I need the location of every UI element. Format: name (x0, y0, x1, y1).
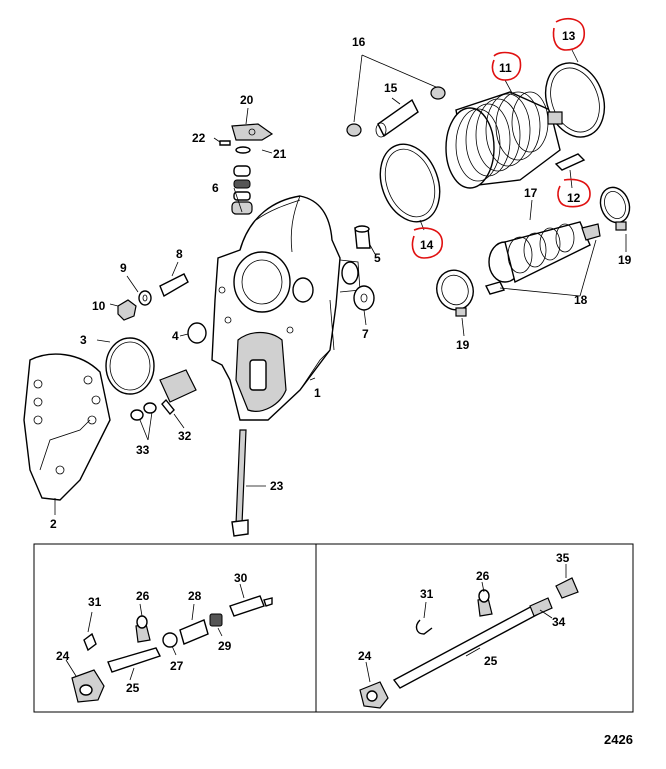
right-callout-35: 35 (556, 551, 570, 565)
small-clamp-part (346, 86, 446, 137)
bellows-clamp-part (436, 186, 631, 317)
callout-15: 15 (384, 81, 398, 95)
right-inset-panel (315, 543, 634, 713)
clamp-ring-part (379, 143, 441, 223)
left-callout-29: 29 (218, 639, 232, 653)
highlight-14 (411, 227, 443, 259)
gasket-part (23, 353, 111, 501)
callout-2: 2 (50, 517, 57, 531)
large-hose-clamp-part (544, 62, 606, 138)
callout-5: 5 (374, 251, 381, 265)
callout-6: 6 (212, 181, 219, 195)
bellows-clip-part (484, 281, 506, 295)
callout-20: 20 (240, 93, 254, 107)
large-o-ring-part (105, 337, 155, 395)
highlight-marks (411, 17, 591, 259)
right-callout-26: 26 (476, 569, 490, 583)
right-callout-24: 24 (358, 649, 372, 663)
callout-21: 21 (273, 147, 287, 161)
left-panel-leaders (65, 583, 245, 681)
callout-22: 22 (192, 131, 206, 145)
speedometer-sensor-part (130, 369, 197, 421)
shift-cable-bellows-part (488, 221, 601, 284)
callout-7: 7 (362, 327, 369, 341)
right-panel-leaders (365, 564, 567, 683)
plug-part (354, 225, 371, 249)
right-callout-31: 31 (420, 587, 434, 601)
callout-12: 12 (567, 191, 581, 205)
right-callout-34: 34 (552, 615, 566, 629)
callout-4: 4 (172, 329, 179, 343)
callout-18: 18 (574, 293, 588, 307)
right-panel-parts (359, 577, 579, 709)
shift-shaft-part (231, 429, 249, 537)
callout-3: 3 (80, 333, 87, 347)
stud-assembly-part (117, 273, 189, 321)
leader-lines (54, 49, 627, 515)
valve-assembly-part (219, 123, 274, 215)
callout-16: 16 (352, 35, 366, 49)
left-callout-24: 24 (56, 649, 70, 663)
callout-1: 1 (314, 386, 321, 400)
exhaust-bellows-part (445, 91, 561, 189)
highlight-13 (552, 17, 586, 51)
callout-19-lower: 19 (456, 338, 470, 352)
exhaust-tube-part (375, 98, 419, 138)
callout-10: 10 (92, 299, 106, 313)
callout-13: 13 (562, 29, 576, 43)
callout-17: 17 (524, 186, 538, 200)
highlight-12 (557, 178, 591, 208)
left-callout-31: 31 (88, 595, 102, 609)
retaining-clip-part (554, 153, 586, 171)
callout-33: 33 (136, 443, 150, 457)
washer-part (353, 285, 375, 311)
highlight-11 (491, 51, 522, 81)
left-callout-27: 27 (170, 659, 184, 673)
right-callout-25: 25 (484, 654, 498, 668)
callout-32: 32 (178, 429, 192, 443)
diagram-reference-number: 2426 (604, 732, 633, 747)
left-callout-30: 30 (234, 571, 248, 585)
callout-9: 9 (120, 261, 127, 275)
callout-11: 11 (499, 61, 512, 75)
callout-14: 14 (420, 238, 434, 252)
callout-19-right: 19 (618, 253, 632, 267)
left-callout-28: 28 (188, 589, 202, 603)
left-panel-parts (71, 595, 273, 703)
small-o-ring-part (187, 322, 207, 344)
gimbal-housing-part (211, 195, 361, 421)
left-callout-25: 25 (126, 681, 140, 695)
left-callout-26: 26 (136, 589, 150, 603)
callout-8: 8 (176, 247, 183, 261)
callout-23: 23 (270, 479, 284, 493)
